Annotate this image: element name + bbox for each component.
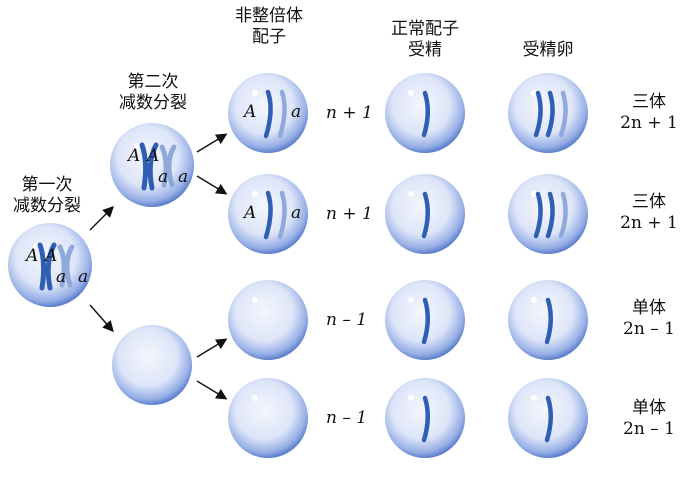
allele-a-m1-2: a xyxy=(78,267,89,287)
arrows xyxy=(89,133,228,400)
allele-A-m1-2: A xyxy=(45,246,58,266)
cell-zygote-row2 xyxy=(508,174,588,254)
arrow-m2bot-to-row4 xyxy=(196,380,228,400)
cell-meiosis2-bottom xyxy=(112,325,192,405)
result-row1-formula: 2n + 1 xyxy=(620,113,678,133)
header-meiosis1-line2: 减数分裂 xyxy=(13,196,81,216)
result-row2: 三体 2n + 1 xyxy=(610,192,688,234)
result-row1: 三体 2n + 1 xyxy=(610,92,688,134)
allele-a-m1-1: a xyxy=(56,267,67,287)
gamete-count-row3: n – 1 xyxy=(326,310,368,330)
arrow-m1-to-bottom xyxy=(89,304,114,333)
gamete-count-row2: n + 1 xyxy=(326,204,373,224)
header-meiosis1: 第一次 减数分裂 xyxy=(2,175,92,217)
result-row3-name: 单体 xyxy=(632,298,666,318)
allele-A-g2: A xyxy=(244,203,257,223)
header-aneuploid-line1: 非整倍体 xyxy=(235,6,303,26)
allele-a-g1: a xyxy=(291,102,302,122)
result-row3-formula: 2n – 1 xyxy=(623,319,675,339)
allele-a-m2-1: a xyxy=(158,167,169,187)
allele-a-g2: a xyxy=(291,203,302,223)
cell-gamete-row4 xyxy=(228,378,308,458)
cell-meiosis2-top xyxy=(110,123,194,207)
cell-gamete-row3 xyxy=(228,280,308,360)
cell-zygote-row3 xyxy=(508,280,588,360)
result-row4: 单体 2n – 1 xyxy=(610,398,688,440)
cell-zygote-row1 xyxy=(508,73,588,153)
result-row4-formula: 2n – 1 xyxy=(623,419,675,439)
allele-A-g1: A xyxy=(244,102,257,122)
gamete-count-row4: n – 1 xyxy=(326,408,368,428)
cell-gamete-row1 xyxy=(228,73,308,153)
allele-a-m2-2: a xyxy=(178,167,189,187)
result-row2-name: 三体 xyxy=(632,192,666,212)
cell-normal-row1 xyxy=(385,73,465,153)
arrow-m2top-to-row1 xyxy=(196,133,228,153)
arrow-m2top-to-row2 xyxy=(196,175,228,195)
result-row1-name: 三体 xyxy=(632,92,666,112)
header-meiosis2: 第二次 减数分裂 xyxy=(105,72,201,114)
header-normal-gamete: 正常配子 受精 xyxy=(378,19,472,61)
header-meiosis1-line1: 第一次 xyxy=(21,175,73,195)
arrow-m2bot-to-row3 xyxy=(196,338,228,358)
cell-normal-row2 xyxy=(385,174,465,254)
allele-A-m2-2: A xyxy=(147,146,160,166)
header-normal-line2: 受精 xyxy=(408,40,442,60)
cell-meiosis1 xyxy=(8,223,92,307)
cell-normal-row4 xyxy=(385,378,465,458)
cell-gamete-row2 xyxy=(228,174,308,254)
allele-A-m2-1: A xyxy=(128,146,141,166)
result-row3: 单体 2n – 1 xyxy=(610,298,688,340)
result-row2-formula: 2n + 1 xyxy=(620,213,678,233)
cell-zygote-row4 xyxy=(508,378,588,458)
header-meiosis2-line1: 第二次 xyxy=(127,72,179,92)
arrow-m1-to-top xyxy=(89,206,114,231)
gamete-count-row1: n + 1 xyxy=(326,103,373,123)
cell-normal-row3 xyxy=(385,280,465,360)
header-zygote: 受精卵 xyxy=(522,40,574,60)
allele-A-m1-1: A xyxy=(26,246,39,266)
header-aneuploid-line2: 配子 xyxy=(252,27,286,47)
header-aneuploid-gamete: 非整倍体 配子 xyxy=(224,6,314,48)
result-row4-name: 单体 xyxy=(632,398,666,418)
header-normal-line1: 正常配子 xyxy=(391,19,459,39)
header-meiosis2-line2: 减数分裂 xyxy=(119,93,187,113)
